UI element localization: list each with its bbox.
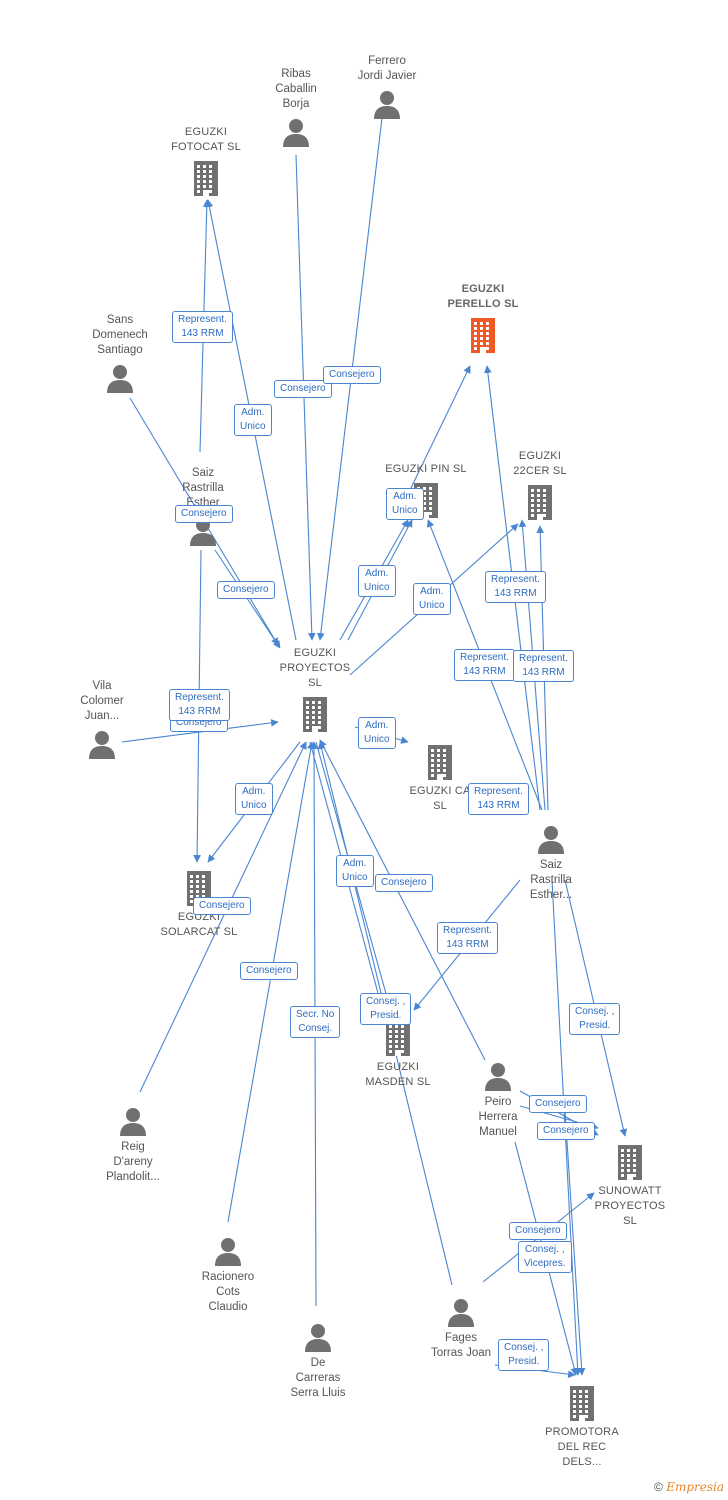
person-node-racionero[interactable]: Racionero Cots Claudio (168, 1236, 288, 1315)
building-icon (570, 1144, 690, 1180)
edge-label: Represent. 143 RRM (172, 311, 233, 343)
node-label: Ferrero Jordi Javier (357, 55, 417, 82)
edge-label: Represent. 143 RRM (169, 689, 230, 721)
edge-label: Consej. , Presid. (498, 1339, 550, 1371)
brand-logo-text: Empresia (666, 1480, 724, 1494)
company-node-perello[interactable]: EGUZKI PERELLO SL (423, 282, 543, 353)
node-label: Reig D'areny Plandolit... (106, 1141, 160, 1183)
person-node-sans[interactable]: Sans Domenech Santiago (60, 313, 180, 393)
edge-label: Consejero (217, 581, 275, 599)
person-node-decarreras[interactable]: De Carreras Serra Lluis (258, 1322, 378, 1401)
node-label: EGUZKI PERELLO SL (447, 283, 519, 310)
company-node-fotocat[interactable]: EGUZKI FOTOCAT SL (146, 125, 266, 196)
edge-label: Consejero (375, 874, 433, 892)
relation-edge (139, 741, 307, 1093)
edge-label: Represent. 143 RRM (468, 783, 529, 815)
relation-edge (319, 739, 486, 1061)
person-node-peiro[interactable]: Peiro Herrera Manuel (438, 1061, 558, 1140)
relation-edge (409, 365, 471, 491)
person-icon (73, 1106, 193, 1136)
relation-edge (121, 719, 279, 743)
node-label: EGUZKI MASDEN SL (365, 1061, 431, 1088)
edge-label: Consejero (240, 962, 298, 980)
company-node-promotora[interactable]: PROMOTORA DEL REC DELS... (522, 1385, 642, 1470)
person-node-vila[interactable]: Vila Colomer Juan... (42, 679, 162, 759)
person-icon (327, 89, 447, 119)
edge-label: Consejero (193, 897, 251, 915)
edge-label: Adm. Unico (234, 404, 272, 436)
edge-label: Adm. Unico (386, 488, 424, 520)
person-node-saiz2[interactable]: Saiz Rastrilla Esther... (491, 824, 611, 903)
node-label: EGUZKI CA SL (409, 785, 471, 812)
edge-label: Consej. , Vicepres. (518, 1241, 572, 1273)
company-node-sunowatt[interactable]: SUNOWATT PROYECTOS SL (570, 1144, 690, 1229)
edge-label: Secr. No Consej. (290, 1006, 341, 1038)
node-label: EGUZKI PIN SL (385, 463, 467, 475)
edge-label: Represent. 143 RRM (454, 649, 515, 681)
building-icon (423, 317, 543, 353)
building-icon (255, 696, 375, 732)
relation-edge (214, 549, 281, 649)
building-icon (146, 160, 266, 196)
company-node-masden[interactable]: EGUZKI MASDEN SL (338, 1020, 458, 1090)
copyright-symbol: © (654, 1480, 663, 1494)
edge-label: Represent. 143 RRM (437, 922, 498, 954)
node-label: EGUZKI PROYECTOS SL (279, 647, 351, 689)
building-icon (380, 744, 500, 780)
person-icon (60, 363, 180, 393)
person-node-fages[interactable]: Fages Torras Joan (401, 1297, 521, 1361)
node-label: Ribas Caballin Borja (275, 68, 317, 110)
relation-edge (227, 741, 315, 1223)
node-label: Vila Colomer Juan... (80, 680, 124, 722)
person-icon (168, 1236, 288, 1266)
building-icon (522, 1385, 642, 1421)
edge-label: Consejero (323, 366, 381, 384)
edge-label: Consej. , Presid. (360, 993, 412, 1025)
edge-label: Consejero (509, 1222, 567, 1240)
company-node-proyectos[interactable]: EGUZKI PROYECTOS SL (255, 646, 375, 732)
company-node-ca[interactable]: EGUZKI CA SL (380, 744, 500, 814)
edge-label: Adm. Unico (235, 783, 273, 815)
company-node-pin[interactable]: EGUZKI PIN SL (366, 462, 486, 518)
node-label: PROMOTORA DEL REC DELS... (545, 1426, 619, 1468)
edge-label: Adm. Unico (336, 855, 374, 887)
edge-label: Consej. , Presid. (569, 1003, 621, 1035)
person-node-ribas[interactable]: Ribas Caballin Borja (236, 67, 356, 147)
company-node-22cer[interactable]: EGUZKI 22CER SL (480, 449, 600, 520)
edge-label: Represent. 143 RRM (485, 571, 546, 603)
person-icon (438, 1061, 558, 1091)
edge-label: Represent. 143 RRM (513, 650, 574, 682)
edge-label: Adm. Unico (358, 717, 396, 749)
node-label: SUNOWATT PROYECTOS SL (594, 1185, 666, 1227)
node-label: Sans Domenech Santiago (92, 314, 148, 356)
node-label: Saiz Rastrilla Esther... (529, 859, 573, 901)
node-label: EGUZKI 22CER SL (513, 450, 567, 477)
edge-label: Consejero (274, 380, 332, 398)
node-label: Peiro Herrera Manuel (478, 1096, 518, 1138)
edge-label: Adm. Unico (358, 565, 396, 597)
person-icon (236, 117, 356, 147)
person-icon (258, 1322, 378, 1352)
building-icon (480, 484, 600, 520)
edge-label: Adm. Unico (413, 583, 451, 615)
person-icon (491, 824, 611, 854)
node-label: De Carreras Serra Lluis (290, 1357, 346, 1399)
footer-brand[interactable]: © Empresia (654, 1480, 724, 1494)
edge-label: Consejero (529, 1095, 587, 1113)
person-node-ferrero[interactable]: Ferrero Jordi Javier (327, 54, 447, 119)
edge-label: Consejero (537, 1122, 595, 1140)
person-node-reig[interactable]: Reig D'areny Plandolit... (73, 1106, 193, 1185)
person-icon (42, 729, 162, 759)
node-label: Fages Torras Joan (430, 1332, 492, 1359)
edge-label: Consejero (175, 505, 233, 523)
person-icon (401, 1297, 521, 1327)
relation-edge (564, 1109, 586, 1376)
node-label: EGUZKI FOTOCAT SL (171, 126, 241, 153)
building-icon (338, 1020, 458, 1056)
building-icon (366, 482, 486, 518)
node-label: Racionero Cots Claudio (201, 1271, 255, 1313)
